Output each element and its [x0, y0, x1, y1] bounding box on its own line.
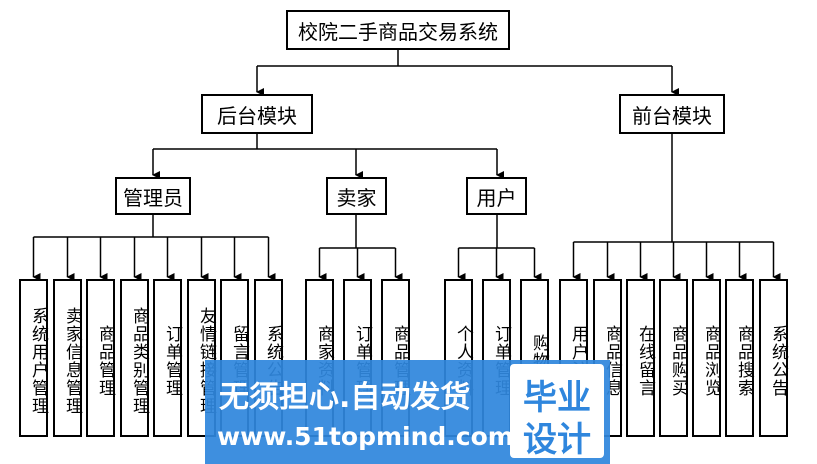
- frontend-item: 商品浏览: [692, 279, 721, 437]
- frontend-item: 商品搜索: [725, 279, 754, 437]
- logo-text-line1: 毕业: [523, 378, 591, 418]
- logo-text-line2: 设计: [523, 420, 591, 460]
- frontend-item: 在线留言: [626, 279, 655, 437]
- backend-module-node: 后台模块: [201, 94, 313, 134]
- admin-item: 商品类别管理: [120, 279, 149, 437]
- frontend-module-node: 前台模块: [619, 94, 725, 134]
- banner-slogan: 无须担心.自动发货: [219, 380, 471, 415]
- frontend-item: 商品购买: [659, 279, 688, 437]
- admin-item: 系统用户管理: [19, 279, 48, 437]
- banner-url: www.51topmind.com: [217, 422, 514, 451]
- banner-logo: 毕业 设计: [510, 364, 604, 460]
- watermark-banner: 无须担心.自动发货 www.51topmind.com 毕业 设计: [205, 360, 610, 464]
- frontend-item: 系统公告: [759, 279, 788, 437]
- admin-item: 商品管理: [86, 279, 115, 437]
- admin-item: 卖家信息管理: [53, 279, 82, 437]
- root-node: 校院二手商品交易系统: [286, 10, 510, 50]
- admin-role-node: 管理员: [115, 177, 191, 215]
- user-role-node: 用户: [466, 177, 527, 215]
- admin-item: 订单管理: [153, 279, 182, 437]
- seller-item: 商品管理: [381, 279, 410, 437]
- seller-role-node: 卖家: [326, 177, 387, 215]
